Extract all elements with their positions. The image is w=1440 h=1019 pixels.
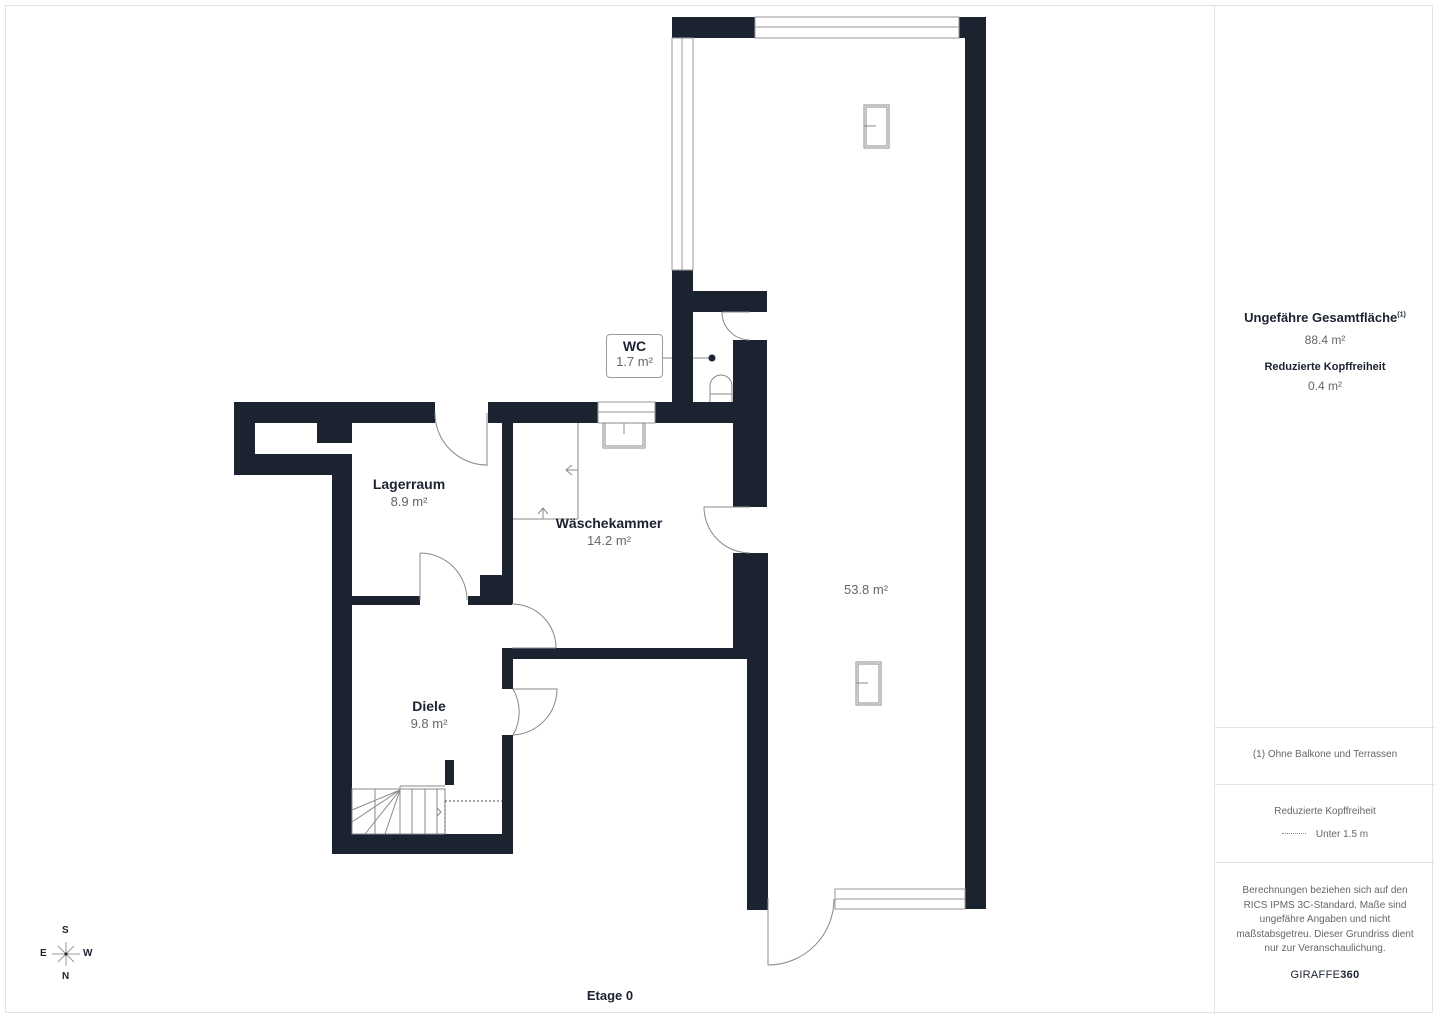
compass-rose-icon	[52, 942, 80, 966]
room-name: Lagerraum	[372, 476, 446, 492]
divider	[1215, 784, 1435, 785]
compass-west: W	[83, 948, 93, 959]
room-name: WC	[622, 338, 647, 354]
room-name: Diele	[412, 698, 446, 714]
total-area-section: Ungefähre Gesamtfläche(1) 88.4 m² Reduzi…	[1215, 310, 1435, 393]
brand-logo: GIRAFFE360	[1290, 969, 1360, 981]
dotted-line-icon	[1281, 833, 1306, 835]
room-label-diele: Diele 9.8 m²	[411, 698, 448, 731]
reduced-headroom-line	[444, 800, 502, 834]
floor-label: Etage 0	[586, 988, 634, 1003]
room-label-lagerraum: Lagerraum 8.9 m²	[373, 476, 445, 509]
reduced-headroom-value: 0.4 m²	[1307, 379, 1342, 393]
compass: S E W N	[36, 924, 96, 984]
reduced-headroom-title: Reduzierte Kopffreiheit	[1264, 361, 1386, 373]
legend-item: Unter 1.5 m	[1215, 828, 1435, 843]
disclaimer: Berechnungen beziehen sich auf den RICS …	[1236, 885, 1414, 954]
doors	[419, 311, 835, 966]
divider	[1215, 727, 1435, 728]
room-area: 1.7 m²	[616, 354, 653, 369]
room-area: 14.2 m²	[586, 533, 632, 548]
fixtures	[351, 104, 890, 835]
page-frame	[5, 5, 1433, 1013]
divider	[1215, 862, 1435, 863]
room-label-main: 53.8 m²	[844, 580, 888, 597]
wc-fixture-dot	[708, 354, 716, 362]
room-area: 9.8 m²	[410, 716, 448, 731]
total-area-value: 88.4 m²	[1304, 333, 1346, 347]
legend-title: Reduzierte Kopffreiheit	[1274, 806, 1376, 817]
room-area: 53.8 m²	[843, 582, 889, 597]
footnote-text: (1) Ohne Balkone und Terrassen	[1252, 749, 1398, 760]
room-label-wc: WC 1.7 m²	[606, 334, 663, 378]
room-name: Wäschekammer	[555, 515, 663, 531]
walls	[234, 17, 986, 910]
compass-east: E	[40, 948, 47, 959]
legend-section: Reduzierte Kopffreiheit Unter 1.5 m	[1215, 805, 1435, 842]
compass-south: S	[62, 925, 69, 936]
windows	[597, 16, 966, 910]
total-area-title: Ungefähre Gesamtfläche(1)	[1244, 310, 1406, 325]
room-area: 8.9 m²	[390, 494, 428, 509]
compass-north: N	[62, 971, 70, 982]
info-sidebar: Ungefähre Gesamtfläche(1) 88.4 m² Reduzi…	[1214, 5, 1435, 1014]
room-label-waeschekammer: Wäschekammer 14.2 m²	[556, 515, 663, 548]
